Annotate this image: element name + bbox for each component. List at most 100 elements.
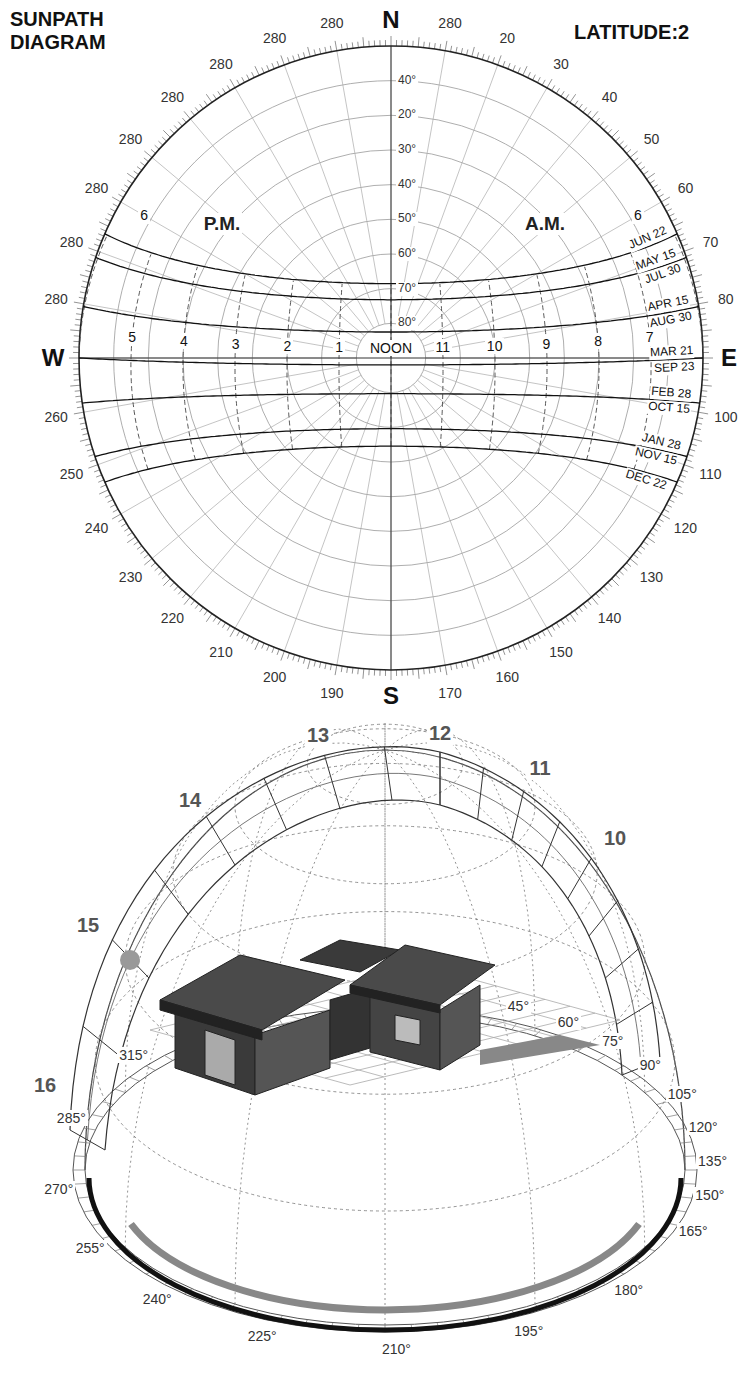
- degree-tick: [155, 567, 159, 571]
- hour-label: 4: [178, 333, 190, 349]
- compass-letter: S: [381, 682, 401, 710]
- degree-tick: [697, 297, 703, 298]
- degree-tick: [537, 77, 540, 82]
- degree-tick: [79, 297, 85, 298]
- degree-tick: [661, 197, 670, 202]
- hour-line: [339, 284, 342, 447]
- degree-tick: [262, 67, 264, 72]
- degree-tick: [182, 118, 186, 123]
- azimuth-label: 45°: [506, 998, 531, 1014]
- degree-tick: [69, 358, 79, 359]
- azimuth-label: 260: [42, 409, 69, 425]
- base-tick: [84, 1128, 96, 1130]
- degree-tick: [630, 151, 638, 157]
- degree-tick: [608, 129, 612, 133]
- degree-tick: [661, 514, 670, 519]
- degree-tick: [281, 651, 284, 660]
- degree-tick: [604, 125, 608, 129]
- azimuth-label: 220: [159, 610, 186, 626]
- degree-tick: [200, 104, 204, 109]
- degree-tick: [174, 586, 178, 590]
- degree-tick: [335, 665, 337, 675]
- azimuth-line: [98, 370, 359, 465]
- degree-tick: [445, 665, 447, 675]
- base-tick: [680, 1142, 692, 1143]
- degree-tick: [694, 433, 700, 434]
- degree-tick: [73, 374, 79, 375]
- azimuth-label: 105°: [666, 1086, 699, 1102]
- degree-tick: [90, 460, 96, 462]
- degree-tick: [423, 668, 425, 674]
- degree-tick: [703, 363, 709, 364]
- degree-tick: [75, 319, 81, 321]
- degree-tick: [656, 523, 661, 526]
- degree-tick: [330, 46, 331, 52]
- degree-tick: [80, 439, 90, 442]
- base-tick: [92, 1115, 103, 1117]
- hour-line: [391, 285, 392, 446]
- degree-tick: [692, 439, 702, 442]
- azimuth-line: [413, 119, 591, 331]
- degree-tick: [528, 72, 531, 77]
- degree-tick: [439, 44, 441, 50]
- degree-tick: [96, 239, 102, 241]
- north-south-axis: [391, 46, 392, 670]
- degree-tick: [703, 352, 709, 353]
- degree-tick: [242, 77, 245, 82]
- hour-divider: [83, 1026, 120, 1056]
- period-label: A.M.: [523, 213, 567, 235]
- degree-tick: [423, 42, 425, 48]
- azimuth-label: 60°: [556, 1014, 581, 1030]
- degree-tick: [653, 528, 658, 531]
- degree-tick: [466, 661, 467, 667]
- degree-tick: [127, 532, 132, 535]
- degree-tick: [379, 670, 380, 676]
- degree-tick: [671, 495, 676, 498]
- azimuth-label: 280: [58, 234, 85, 250]
- degree-tick: [255, 641, 259, 650]
- degree-tick: [407, 40, 408, 46]
- degree-tick: [391, 36, 392, 46]
- hour-number: 15: [75, 914, 101, 937]
- azimuth-line: [397, 392, 445, 665]
- degree-tick: [277, 61, 279, 67]
- azimuth-label: 130: [638, 569, 665, 585]
- degree-tick: [100, 229, 105, 231]
- azimuth-label: 40: [600, 89, 620, 105]
- degree-tick: [204, 101, 208, 106]
- azimuth-label: 230: [117, 569, 144, 585]
- degree-tick: [456, 47, 457, 53]
- degree-tick: [112, 514, 121, 519]
- degree-tick: [247, 75, 250, 80]
- degree-tick: [204, 610, 208, 615]
- azimuth-label: 280: [436, 15, 463, 31]
- degree-tick: [341, 666, 343, 672]
- degree-tick: [94, 470, 100, 472]
- degree-tick: [121, 189, 126, 192]
- hour-line: [440, 284, 443, 447]
- degree-tick: [412, 41, 413, 47]
- azimuth-line: [413, 385, 591, 597]
- degree-tick: [695, 428, 701, 429]
- degree-tick: [523, 66, 527, 75]
- degree-tick: [112, 197, 121, 202]
- degree-tick: [134, 541, 139, 545]
- degree-tick: [669, 500, 674, 503]
- sun-path-curve: [96, 257, 687, 299]
- degree-tick: [619, 141, 623, 145]
- degree-tick: [626, 563, 631, 567]
- altitude-label: 60°: [396, 247, 418, 261]
- hour-label: 2: [281, 338, 293, 354]
- azimuth-label: 210: [207, 644, 234, 660]
- azimuth-label: 280: [83, 180, 110, 196]
- degree-tick: [293, 655, 295, 661]
- degree-tick: [472, 659, 475, 669]
- degree-tick: [73, 346, 79, 347]
- degree-tick: [684, 465, 693, 468]
- azimuth-line: [235, 88, 374, 328]
- house-door: [205, 1030, 235, 1085]
- hour-divider: [112, 940, 149, 978]
- degree-tick: [99, 222, 108, 226]
- degree-tick: [82, 281, 88, 282]
- azimuth-label: 160: [494, 669, 521, 685]
